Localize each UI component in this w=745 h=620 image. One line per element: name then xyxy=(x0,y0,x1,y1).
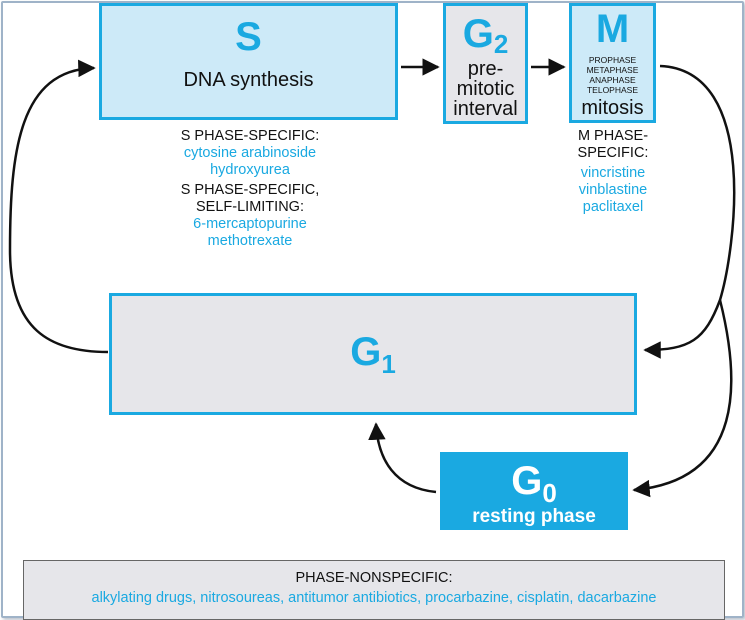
m-specific-heading-1: M PHASE- xyxy=(577,128,649,144)
s-phase-box: S DNA synthesis xyxy=(99,3,398,120)
m-subphase-telophase: TELOPHASE xyxy=(586,85,639,95)
s-drug-4: methotrexate xyxy=(207,233,293,249)
arrow-g1-to-s xyxy=(8,59,109,354)
arrow-g0-to-g1 xyxy=(368,422,437,494)
s-self-limiting-heading-1: S PHASE-SPECIFIC, xyxy=(180,182,320,198)
arrow-to-g0 xyxy=(632,299,733,498)
m-drug-2: vinblastine xyxy=(578,182,648,198)
s-drug-1: cytosine arabinoside xyxy=(183,145,317,161)
m-subphase-metaphase: METAPHASE xyxy=(586,65,639,75)
g2-line-2: mitotic xyxy=(456,78,515,100)
g0-phase-box: G0 resting phase xyxy=(440,452,628,530)
m-phase-drug-notes: M PHASE- SPECIFIC: vincristine vinblasti… xyxy=(548,129,678,219)
arrow-m-to-g1 xyxy=(643,64,736,359)
m-phase-box: M PROPHASE METAPHASE ANAPHASE TELOPHASE … xyxy=(569,3,656,123)
m-phase-subtitle: mitosis xyxy=(581,97,644,119)
g2-line-3: interval xyxy=(453,98,518,120)
s-phase-subtitle: DNA synthesis xyxy=(183,69,314,91)
s-phase-letter: S xyxy=(235,15,262,59)
g1-phase-box: G1 xyxy=(109,293,637,415)
g0-phase-letter: G0 xyxy=(511,459,557,508)
g2-line-1: pre- xyxy=(467,58,504,80)
g0-phase-subtitle: resting phase xyxy=(472,506,596,527)
g1-phase-letter: G1 xyxy=(350,330,396,379)
m-drug-1: vincristine xyxy=(580,165,646,181)
m-subphase-prophase: PROPHASE xyxy=(588,55,637,65)
s-self-limiting-heading-2: SELF-LIMITING: xyxy=(196,199,304,215)
m-subphase-anaphase: ANAPHASE xyxy=(589,75,636,85)
s-drug-2: hydroxyurea xyxy=(210,162,290,178)
s-drug-3: 6-mercaptopurine xyxy=(193,216,307,232)
s-phase-drug-notes: S PHASE-SPECIFIC: cytosine arabinoside h… xyxy=(130,129,370,259)
m-phase-letter: M xyxy=(595,7,630,51)
phase-nonspecific-box: PHASE-NONSPECIFIC: alkylating drugs, nit… xyxy=(23,560,725,620)
m-specific-heading-2: SPECIFIC: xyxy=(577,145,649,161)
phase-nonspecific-drugs: alkylating drugs, nitrosoureas, antitumo… xyxy=(91,590,657,606)
g2-phase-box: G2 pre- mitotic interval xyxy=(443,3,528,124)
s-specific-heading: S PHASE-SPECIFIC: xyxy=(180,128,320,144)
phase-nonspecific-heading: PHASE-NONSPECIFIC: xyxy=(295,570,453,586)
g2-phase-letter: G2 xyxy=(462,12,509,59)
m-drug-3: paclitaxel xyxy=(582,199,644,215)
